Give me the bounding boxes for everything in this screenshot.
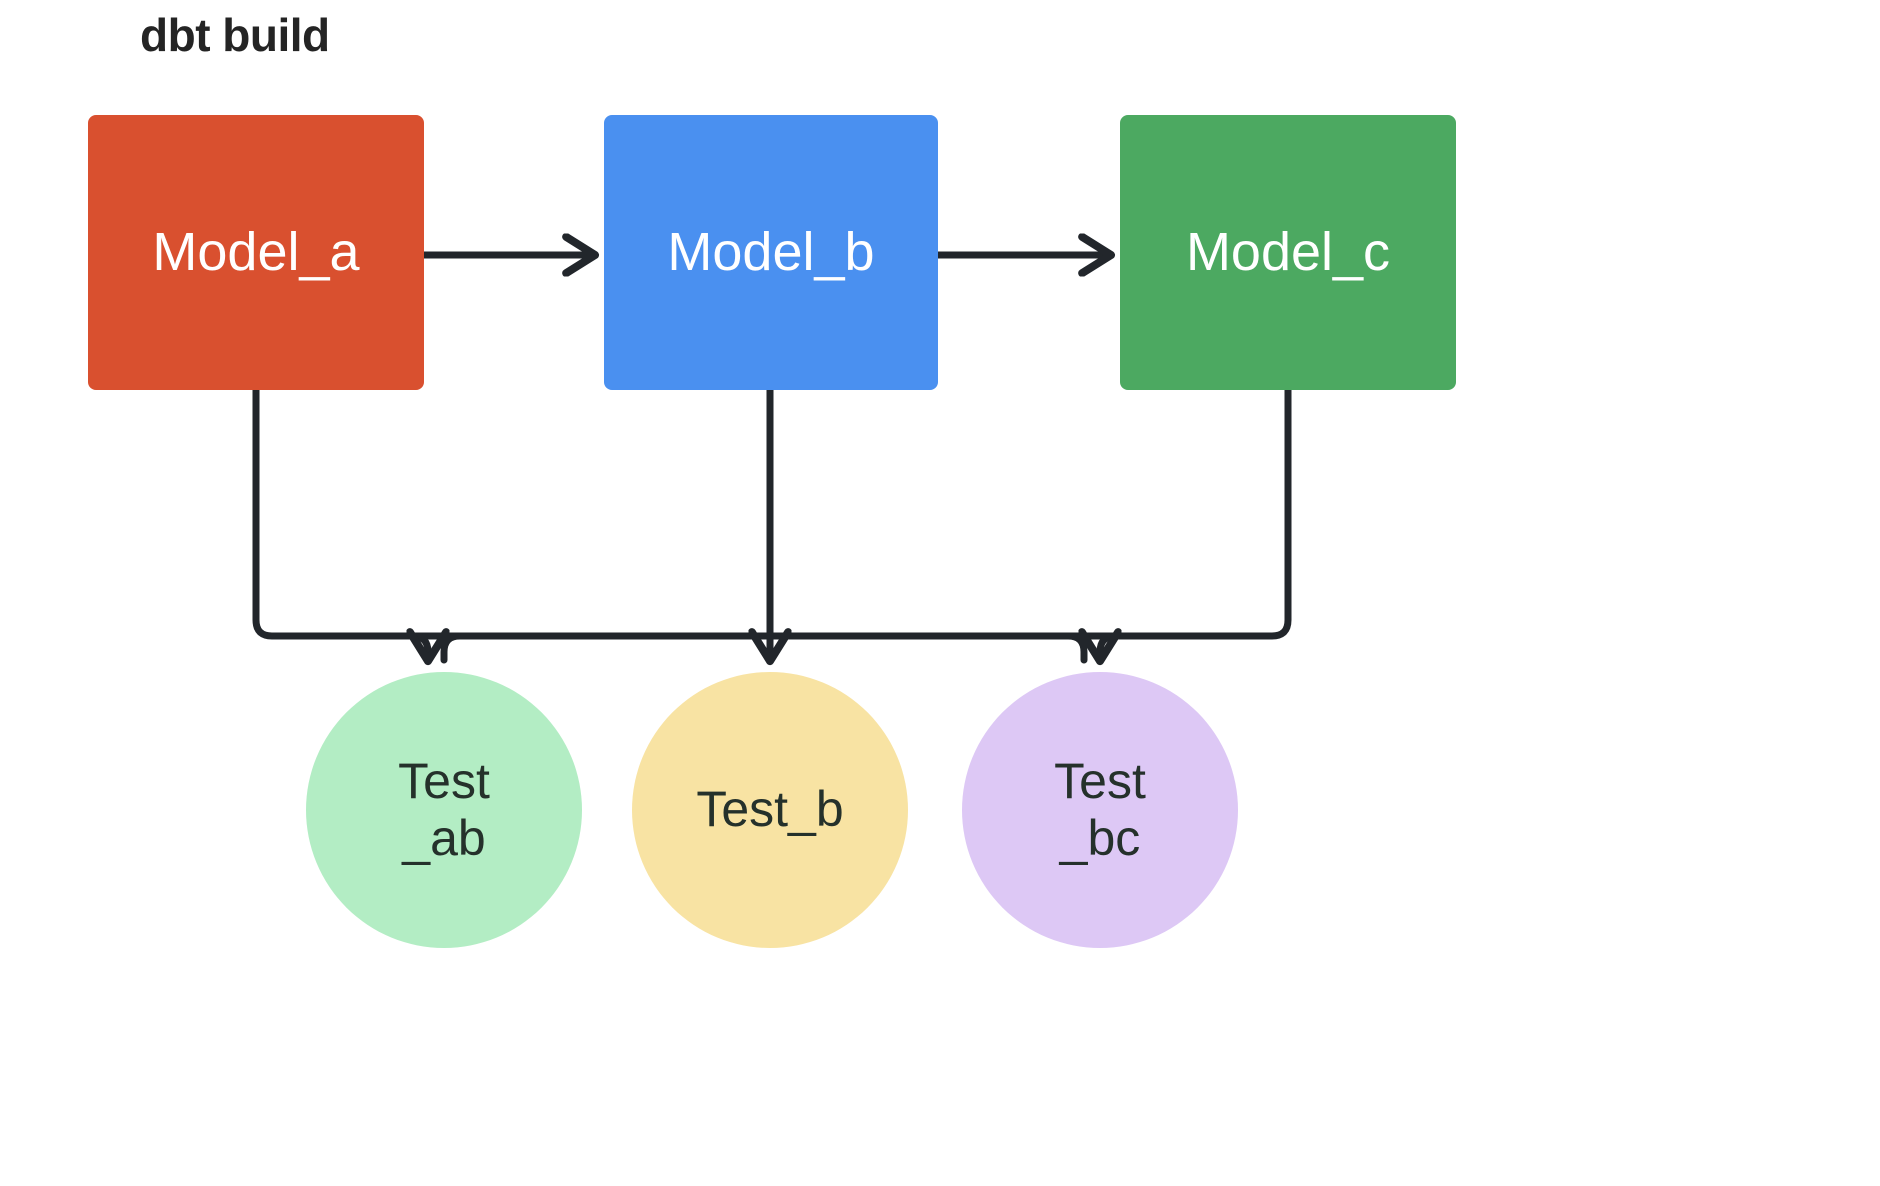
node-model-c-label: Model_c — [1185, 221, 1391, 282]
node-test-bc[interactable]: Test _bc — [962, 672, 1238, 948]
node-model-a-label: Model_a — [152, 221, 360, 282]
edge-bus-to-test-bc — [1100, 636, 1116, 660]
node-test-bc-label: Test _bc — [1054, 752, 1146, 867]
node-test-b-label: Test_b — [696, 781, 844, 838]
edge-bus-to-test-ab — [412, 636, 428, 660]
node-model-c[interactable]: Model_c — [1120, 115, 1456, 390]
edge-model-a-to-bus — [252, 386, 774, 640]
node-test-b[interactable]: Test_b — [632, 672, 908, 948]
page-title: dbt build — [140, 9, 330, 61]
edge-bus-join-test-bc — [1064, 632, 1088, 664]
node-model-a[interactable]: Model_a — [88, 115, 424, 390]
node-model-b[interactable]: Model_b — [604, 115, 938, 390]
node-test-ab[interactable]: Test _ab — [306, 672, 582, 948]
node-model-b-label: Model_b — [667, 221, 875, 282]
edge-model-c-to-bus — [766, 386, 1292, 640]
edge-bus-join-test-ab — [440, 632, 464, 664]
node-test-ab-label: Test _ab — [398, 752, 490, 867]
